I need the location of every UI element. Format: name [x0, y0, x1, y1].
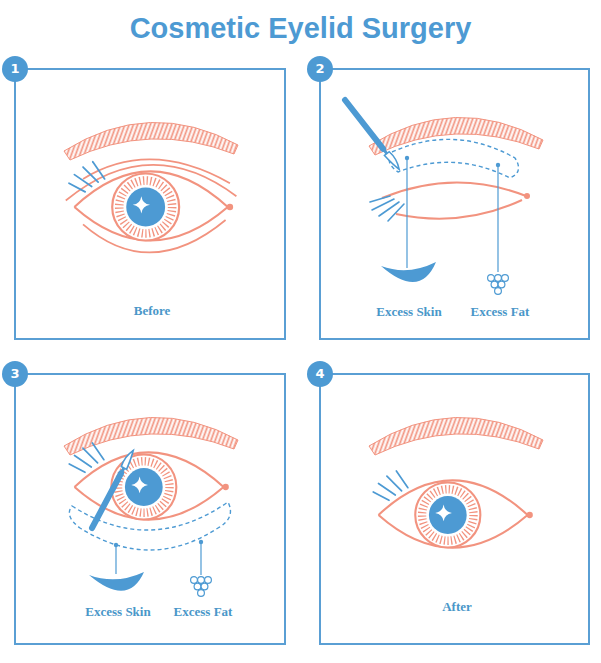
step-panel: Before1 — [14, 68, 286, 340]
step-number: 3 — [2, 361, 28, 387]
diagram-title: Cosmetic Eyelid Surgery — [0, 10, 601, 46]
panel-label: Excess Fat — [471, 304, 530, 320]
step-number-text: 1 — [10, 62, 19, 76]
step-number: 2 — [307, 56, 333, 82]
panel-label: Excess Skin — [85, 604, 150, 620]
panel-label: Excess Fat — [174, 604, 233, 620]
step-number: 4 — [307, 361, 333, 387]
panel-label: Excess Skin — [376, 304, 441, 320]
step-number-text: 2 — [315, 62, 324, 76]
step-number-text: 4 — [315, 367, 324, 381]
panel-label: After — [442, 599, 472, 615]
step-panel: Excess SkinExcess Fat2 — [319, 68, 590, 340]
step-panel: After4 — [319, 373, 590, 645]
panel-label: Before — [134, 303, 171, 319]
step-panel: Excess SkinExcess Fat3 — [14, 373, 286, 645]
step-number-text: 3 — [10, 367, 19, 381]
step-number: 1 — [2, 56, 28, 82]
